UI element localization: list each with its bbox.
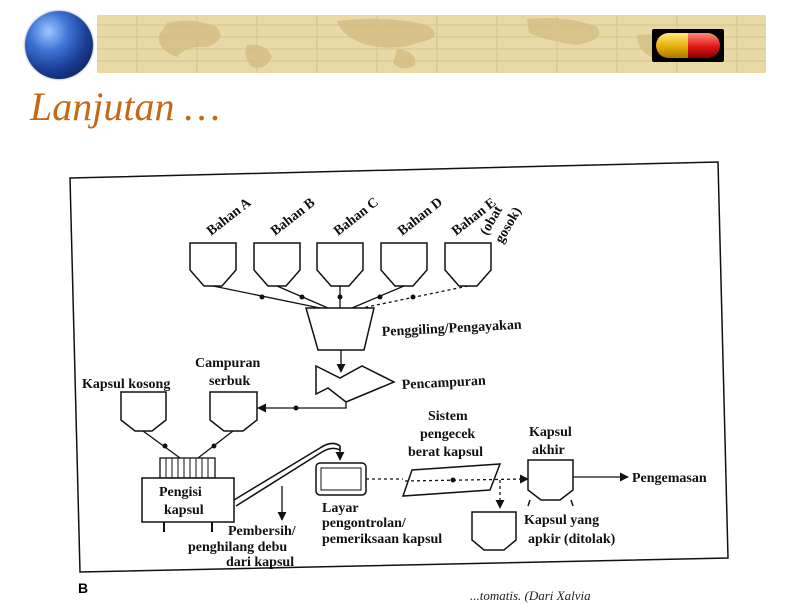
mixer-label: Pencampuran: [401, 374, 486, 393]
hopper-b: [253, 242, 301, 287]
hopper-a: [189, 242, 237, 287]
hopper-e: [444, 242, 492, 287]
cleaner-label-3: dari kapsul: [226, 555, 294, 570]
figure-letter: B: [78, 580, 89, 596]
mixer: [315, 364, 396, 403]
globe-icon: [25, 11, 93, 79]
screen-label-2: pengontrolan/: [322, 516, 407, 531]
ingredient-label-d: Bahan D: [395, 195, 446, 239]
final-capsule-hopper: [527, 459, 574, 501]
weight-check-label-1: Sistem: [428, 409, 468, 424]
filler-label-1: Pengisi: [159, 485, 202, 500]
capsule-pill-icon: [652, 29, 724, 62]
rejected-capsule-bin: [471, 511, 517, 551]
cleaner-label-1: Pembersih/: [228, 524, 297, 539]
mill-hopper: [305, 307, 375, 351]
hopper-c: [316, 242, 364, 287]
cleaner-label-2: penghilang debu: [188, 540, 287, 555]
empty-capsule-hopper: [120, 391, 167, 432]
capsule-filler-machine: [141, 457, 235, 532]
ingredient-label-a: Bahan A: [204, 195, 255, 239]
slide-title: Lanjutan …: [30, 84, 221, 129]
weight-check-label-2: pengecek: [420, 427, 475, 442]
weight-check-label-3: berat kapsul: [408, 445, 483, 460]
hopper-d: [380, 242, 428, 287]
powder-mix-label-1: Campuran: [195, 356, 261, 371]
final-capsule-label-1: Kapsul: [529, 425, 572, 440]
powder-mix-label-2: serbuk: [209, 374, 250, 389]
screen-label-3: pemeriksaan kapsul: [322, 532, 442, 547]
final-capsule-label-2: akhir: [532, 443, 565, 458]
diagram-frame: [69, 161, 729, 573]
rejected-label-1: Kapsul yang: [524, 513, 599, 528]
mill-label: Penggiling/Pengayakan: [381, 318, 522, 340]
ingredient-label-c: Bahan C: [331, 195, 382, 239]
powder-mix-hopper: [209, 391, 258, 432]
screen-label-1: Layar: [322, 501, 359, 516]
packaging-label: Pengemasan: [632, 471, 707, 486]
filler-label-2: kapsul: [164, 503, 204, 518]
rejected-label-2: apkir (ditolak): [528, 532, 616, 547]
empty-capsule-label: Kapsul kosong: [82, 377, 170, 392]
ingredient-label-b: Bahan B: [268, 195, 318, 239]
figure-caption-fragment: ...tomatis. (Dari Xalvia: [470, 588, 591, 603]
